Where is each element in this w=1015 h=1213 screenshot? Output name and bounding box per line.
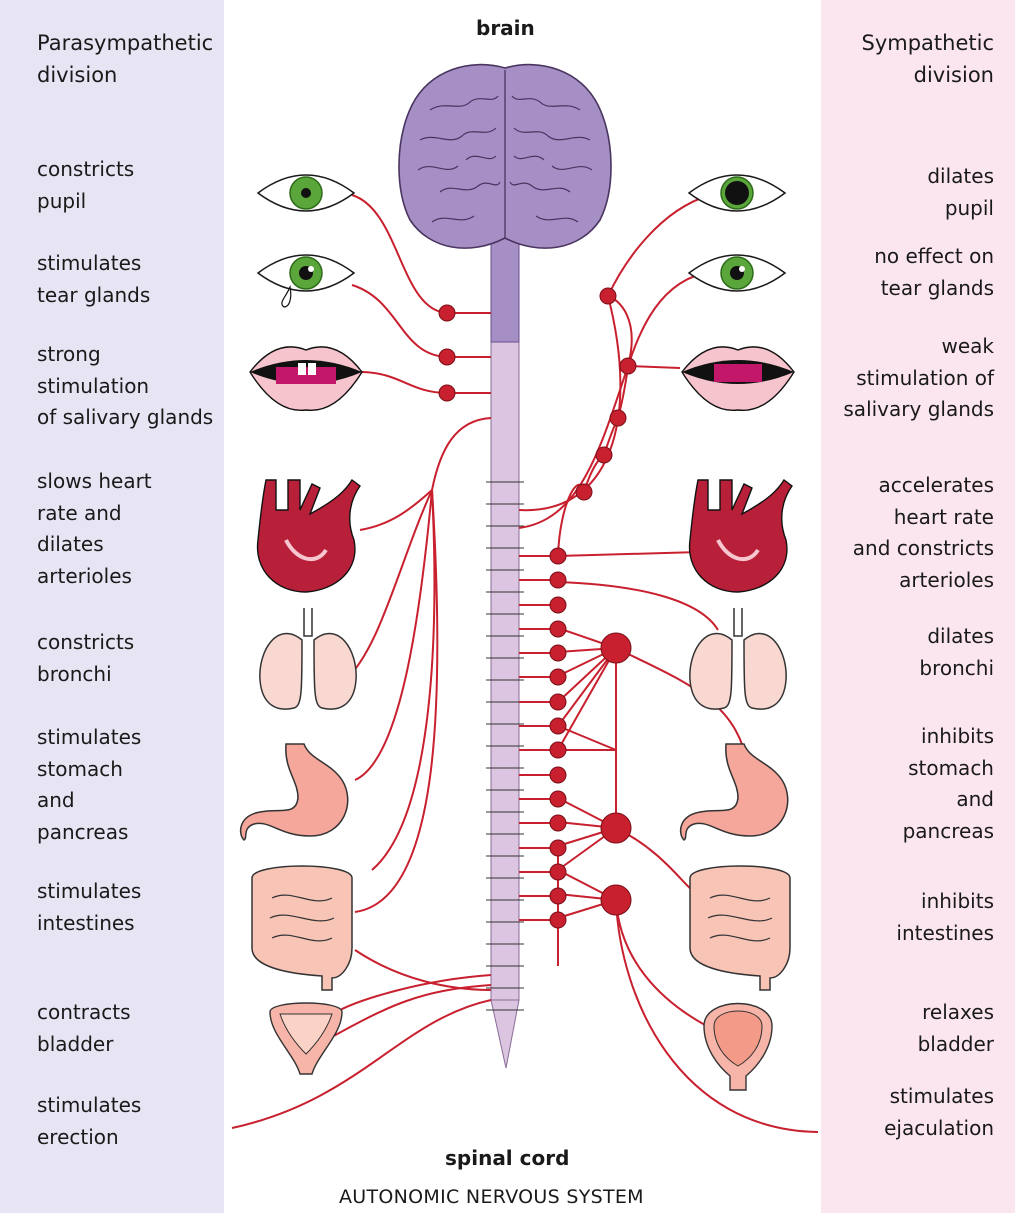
ganglion <box>550 791 566 807</box>
ganglion <box>550 888 566 904</box>
para-pupil-label: constricts pupil <box>37 154 134 217</box>
right-bladder-icon <box>704 1004 772 1091</box>
left-heart-icon <box>258 480 360 592</box>
brain-label: brain <box>476 16 535 40</box>
symp-bronchi-label: dilates bronchi <box>919 621 994 684</box>
para-stomach-label: stimulates stomach and pancreas <box>37 722 141 848</box>
ganglion <box>439 349 455 365</box>
para-heart-label: slows heart rate and dilates arterioles <box>37 466 152 592</box>
ganglion <box>550 815 566 831</box>
left-bladder-icon <box>270 1003 342 1074</box>
brain <box>399 65 611 342</box>
diagram-title: AUTONOMIC NERVOUS SYSTEM <box>339 1186 644 1208</box>
symp-heart-label: accelerates heart rate and constricts ar… <box>853 470 994 596</box>
ganglion <box>439 305 455 321</box>
right-lungs-icon <box>690 608 786 709</box>
para-saliva-label: strong stimulation of salivary glands <box>37 339 213 434</box>
ganglion <box>550 548 566 564</box>
left-lungs-icon <box>260 608 356 709</box>
collateral-ganglion <box>601 813 631 843</box>
symp-stomach-label: inhibits stomach and pancreas <box>903 721 994 847</box>
right-stomach-icon <box>681 744 788 840</box>
ganglion <box>550 645 566 661</box>
ganglion <box>550 597 566 613</box>
symp-pupil-label: dilates pupil <box>927 161 994 224</box>
ganglion <box>550 669 566 685</box>
left-intestines-icon <box>252 866 352 990</box>
para-intestines-label: stimulates intestines <box>37 876 141 939</box>
right-intestines-icon <box>690 866 790 990</box>
left-stomach-icon <box>241 744 348 840</box>
right-eye-pupil-icon <box>689 175 785 211</box>
left-mouth-icon <box>250 347 362 410</box>
right-eye-tear-icon <box>689 255 785 291</box>
symp-intestines-label: inhibits intestines <box>896 886 994 949</box>
symp-saliva-label: weak stimulation of salivary glands <box>843 331 994 426</box>
ganglion <box>620 358 636 374</box>
ganglion <box>550 742 566 758</box>
right-mouth-icon <box>682 347 794 410</box>
ganglion <box>550 840 566 856</box>
para-tear-label: stimulates tear glands <box>37 248 150 311</box>
spinal-cord <box>486 340 524 1068</box>
ganglion <box>550 718 566 734</box>
left-eye-pupil-icon <box>258 175 354 211</box>
ganglion <box>550 694 566 710</box>
ganglion <box>439 385 455 401</box>
ganglion <box>550 864 566 880</box>
nerve-link <box>558 648 616 750</box>
ganglia <box>439 288 636 928</box>
collateral-ganglion <box>601 633 631 663</box>
symp-tear-label: no effect on tear glands <box>874 241 994 304</box>
para-bladder-label: contracts bladder <box>37 997 131 1060</box>
ganglion <box>550 572 566 588</box>
para-erection-label: stimulates erection <box>37 1090 141 1153</box>
ganglion <box>600 288 616 304</box>
ganglion <box>550 912 566 928</box>
spinal-cord-label: spinal cord <box>445 1146 569 1170</box>
left-eye-tear-icon <box>258 255 354 307</box>
ganglion <box>610 410 626 426</box>
symp-bladder-label: relaxes bladder <box>918 997 994 1060</box>
ganglion <box>550 621 566 637</box>
ganglion <box>550 767 566 783</box>
ganglion <box>596 447 612 463</box>
symp-ejaculation-label: stimulates ejaculation <box>884 1081 994 1144</box>
parasympathetic-heading: Parasympathetic division <box>37 27 213 91</box>
nerve-link <box>558 726 616 750</box>
collateral-ganglion <box>601 885 631 915</box>
sympathetic-heading: Sympathetic division <box>862 27 995 91</box>
para-bronchi-label: constricts bronchi <box>37 627 134 690</box>
right-heart-icon <box>690 480 792 592</box>
ganglion <box>576 484 592 500</box>
